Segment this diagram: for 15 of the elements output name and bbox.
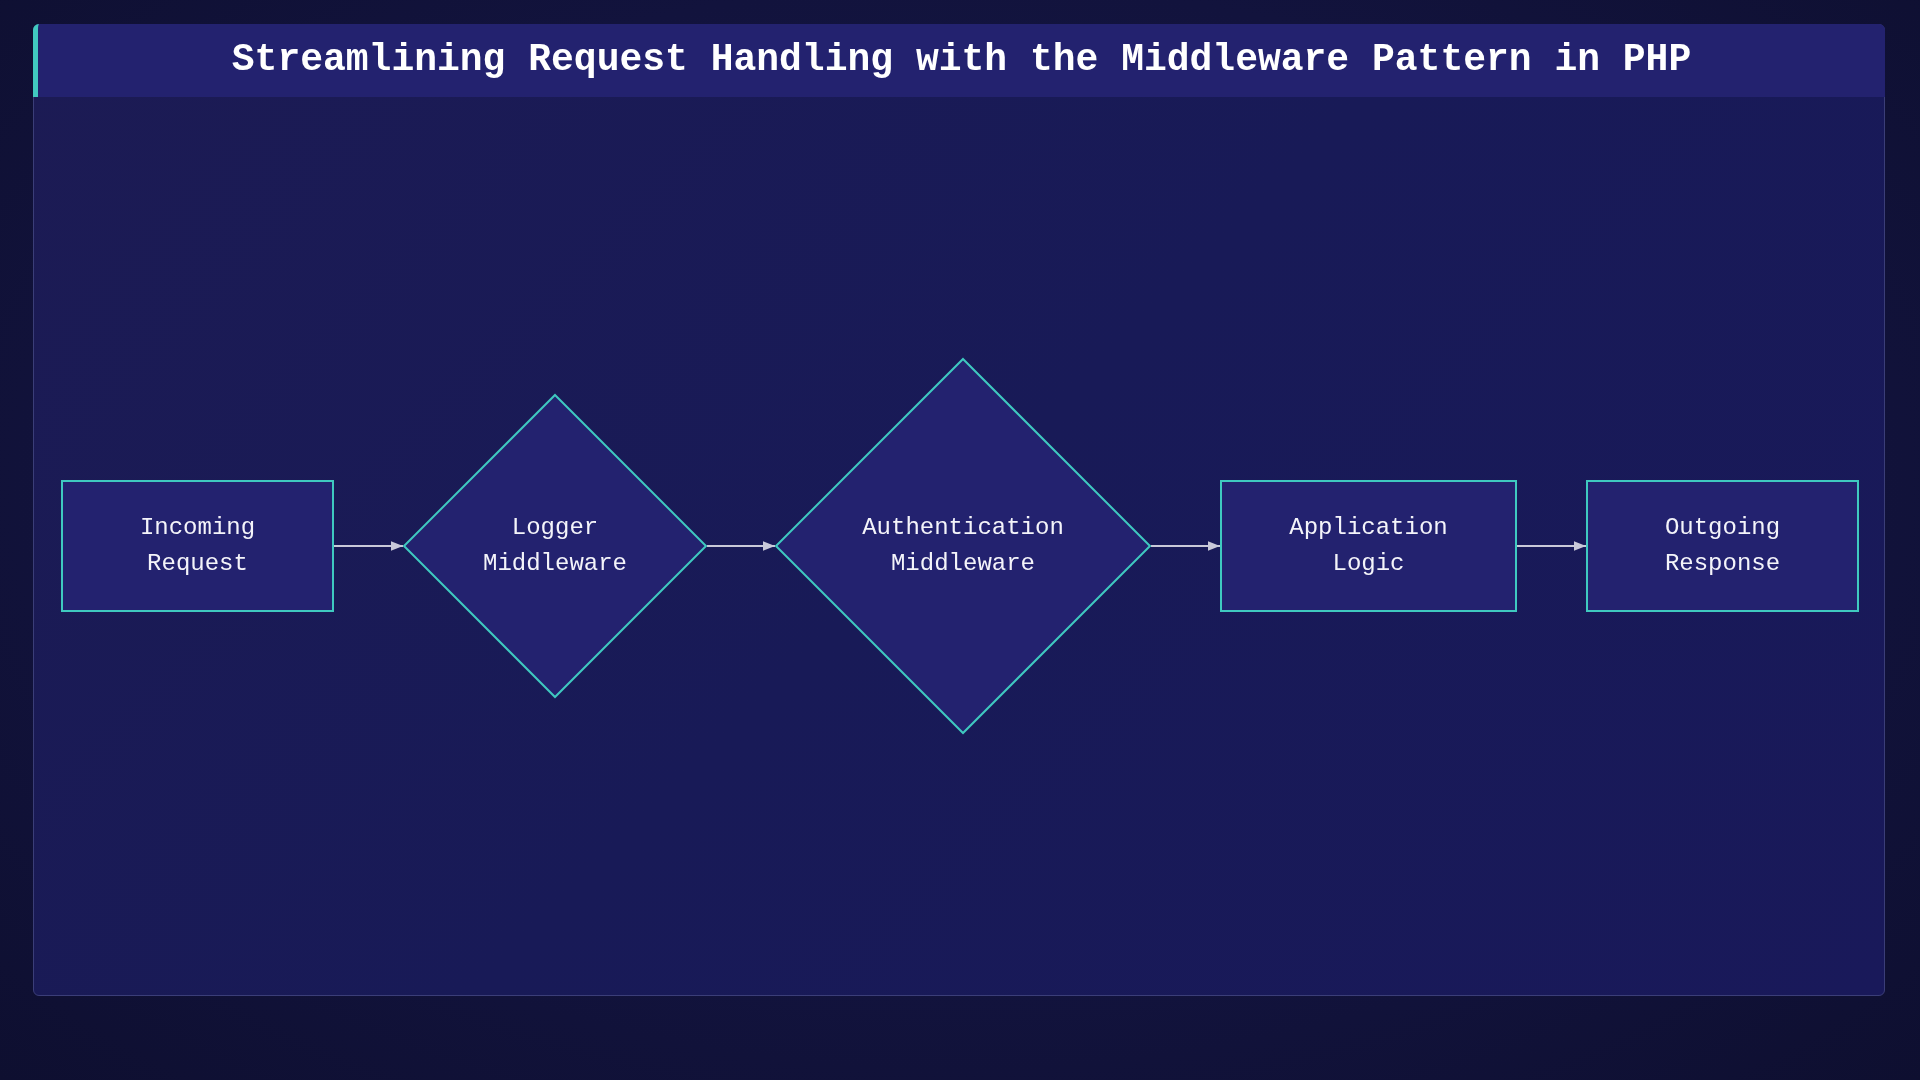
decision-diamond bbox=[403, 394, 707, 698]
process-box bbox=[1586, 480, 1859, 612]
arrow bbox=[333, 541, 404, 551]
process-box bbox=[1220, 480, 1517, 612]
node-label: Logger Middleware bbox=[482, 513, 628, 579]
diagram-title: Streamlining Request Handling with the Middleware Pattern in PHP bbox=[231, 38, 1692, 82]
arrow bbox=[1516, 541, 1587, 551]
node-label: Authentication Middleware bbox=[861, 513, 1065, 579]
arrow bbox=[706, 541, 776, 551]
decision-diamond bbox=[775, 358, 1151, 734]
arrow bbox=[1150, 541, 1221, 551]
node-label: Application Logic bbox=[1288, 513, 1449, 579]
node-label: Incoming Request bbox=[138, 513, 257, 579]
process-box bbox=[61, 480, 334, 612]
node-label: Outgoing Response bbox=[1663, 513, 1782, 579]
